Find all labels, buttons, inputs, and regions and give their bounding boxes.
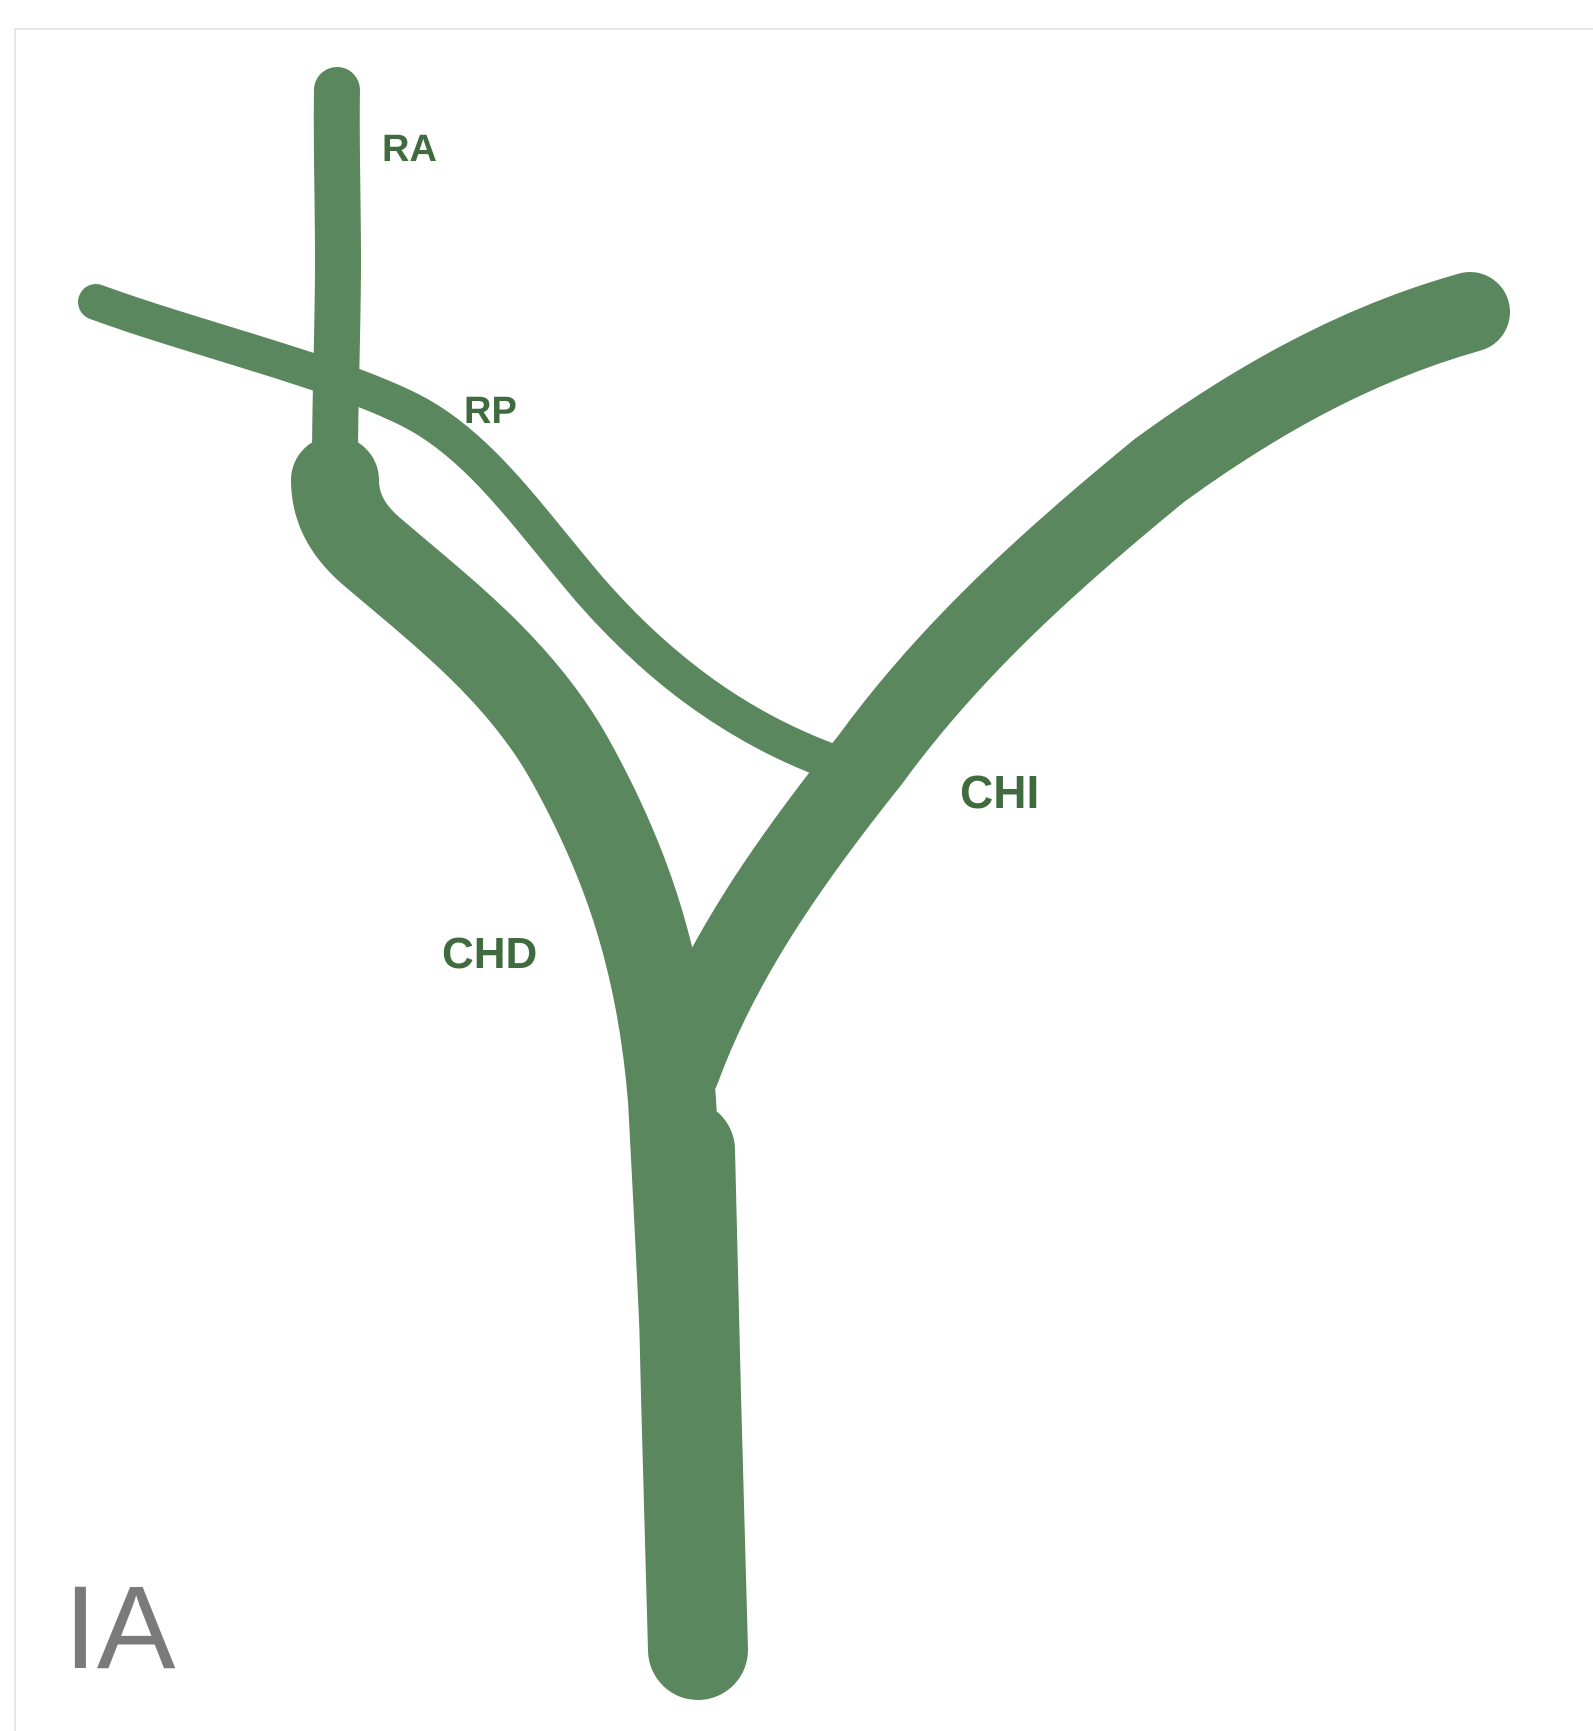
panel-label: IA xyxy=(64,1562,176,1694)
chi-label: CHI xyxy=(960,766,1039,818)
common-duct-trunk xyxy=(685,1150,698,1650)
rp-label: RP xyxy=(464,390,517,432)
ra-label: RA xyxy=(382,128,437,170)
chd-label: CHD xyxy=(442,929,537,978)
ra-duct xyxy=(335,90,338,520)
chi-duct xyxy=(680,312,1470,1070)
